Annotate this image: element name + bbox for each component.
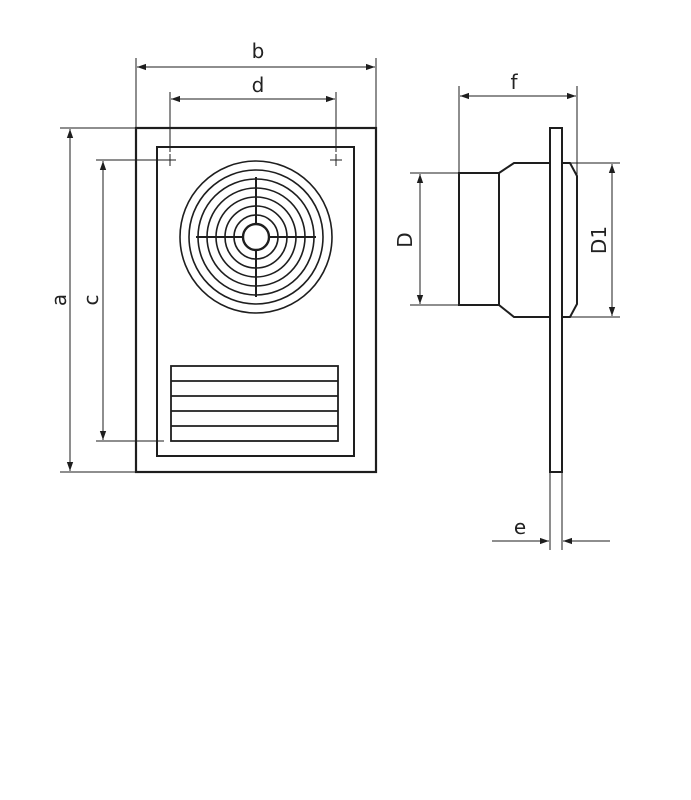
side-view [458, 127, 578, 473]
side-dimensions [410, 86, 620, 550]
mounting-hole-right [330, 154, 342, 166]
fan-hub [241, 222, 271, 252]
front-view [134, 126, 378, 474]
dimension-label-f: f [510, 70, 518, 94]
mounting-hole-left [164, 154, 176, 166]
dimension-label-d: d [252, 73, 265, 97]
inner-frame [156, 146, 355, 457]
dimension-label-a: a [47, 294, 71, 306]
louvre-grille [170, 365, 339, 442]
dimension-label-D1: D1 [587, 226, 611, 254]
fan-grille [179, 160, 333, 314]
dimension-label-b: b [252, 39, 265, 63]
side-flange-plate [549, 127, 563, 473]
dimension-label-e: e [514, 515, 526, 539]
dimension-label-c: c [79, 295, 103, 306]
outer-frame [134, 126, 378, 474]
side-rear-collar [561, 162, 578, 318]
side-duct-spigot [458, 172, 500, 306]
side-transition [498, 162, 551, 318]
front-dimensions [60, 58, 377, 473]
dimension-label-D: D [393, 232, 417, 247]
